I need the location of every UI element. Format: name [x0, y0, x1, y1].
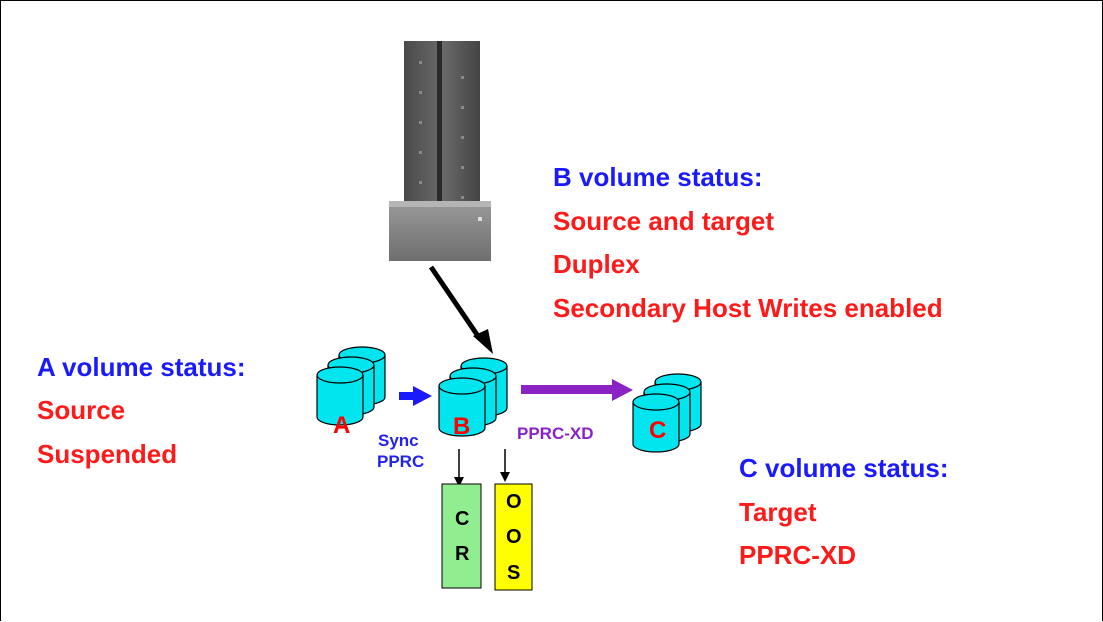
stack-a-disk-front-icon	[316, 366, 364, 426]
volume-b-stack	[438, 357, 508, 437]
pprc-xd-label: PPRC-XD	[517, 424, 594, 443]
oos-letter-2: O	[506, 526, 522, 548]
cr-letter-2: R	[455, 543, 470, 565]
sync-label-line1: Sync	[378, 431, 419, 450]
stack-c-disk-front-icon	[632, 393, 680, 453]
b-volume-status: B volume status: Source and target Duple…	[553, 162, 943, 323]
oos-bitmap-box: O O S	[494, 483, 533, 591]
host-write-arrow	[428, 265, 483, 341]
volume-b-label: B	[453, 413, 470, 440]
cr-bitmap-box: C R	[441, 483, 482, 589]
b-status-line-3: Secondary Host Writes enabled	[553, 293, 943, 323]
b-status-line-2: Duplex	[553, 249, 640, 279]
a-status-heading: A volume status:	[37, 352, 246, 382]
b-status-heading: B volume status:	[553, 162, 763, 192]
cr-letter-1: C	[455, 508, 469, 530]
c-status-line-2: PPRC-XD	[739, 540, 856, 570]
c-status-heading: C volume status:	[739, 453, 949, 483]
a-status-line-1: Source	[37, 395, 125, 425]
host-write-arrowhead	[473, 329, 493, 354]
c-volume-status: C volume status: Target PPRC-XD	[739, 453, 949, 570]
stack-b-disk-front-icon	[438, 377, 486, 437]
b-status-line-1: Source and target	[553, 206, 774, 236]
volume-c-stack	[632, 373, 702, 453]
host-server-icon	[389, 41, 491, 261]
oos-letter-1: O	[506, 491, 522, 513]
pprc-xd-arrow	[521, 379, 633, 401]
volume-a-stack	[316, 346, 386, 426]
volume-a-label: A	[333, 412, 350, 439]
sync-pprc-arrow	[399, 386, 432, 406]
c-status-line-1: Target	[739, 497, 817, 527]
a-status-line-2: Suspended	[37, 439, 177, 469]
sync-label-line2: PPRC	[377, 452, 424, 471]
a-volume-status: A volume status: Source Suspended	[37, 352, 246, 469]
volume-c-label: C	[649, 417, 666, 444]
oos-letter-3: S	[507, 562, 520, 584]
